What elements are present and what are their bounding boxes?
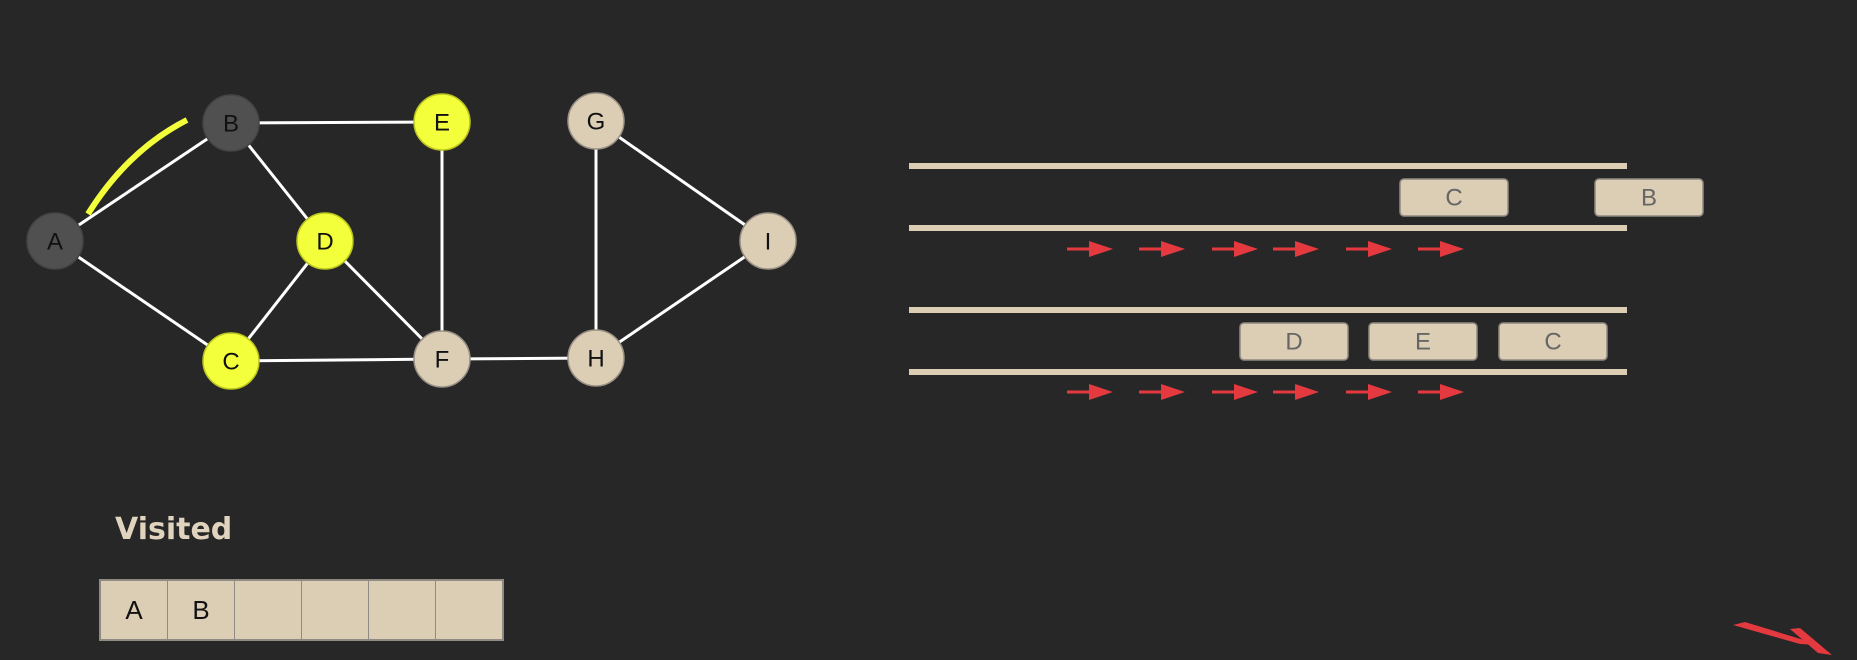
node-circle <box>296 212 354 270</box>
queue-item-box <box>1239 322 1349 361</box>
node-label: A <box>47 229 63 256</box>
flow-arrow-icon <box>1346 384 1392 400</box>
node-label: B <box>223 111 239 138</box>
visited-cell: B <box>168 581 235 639</box>
flow-arrow-icon <box>1067 241 1113 257</box>
flow-arrow-head <box>1295 241 1319 257</box>
flow-arrow-icon <box>1418 241 1464 257</box>
node-c: C <box>202 332 260 390</box>
node-f: F <box>413 330 471 388</box>
corner-slash-icon <box>1733 622 1820 645</box>
node-circle <box>26 212 84 270</box>
node-circle <box>413 330 471 388</box>
queue-rail-bottom <box>909 225 1627 231</box>
queue-rail-top <box>909 307 1627 313</box>
edge-c-f <box>230 357 443 363</box>
flow-arrow-head <box>1161 384 1185 400</box>
node-circle <box>202 94 260 152</box>
visited-cell <box>436 581 502 639</box>
node-label: G <box>587 109 606 136</box>
node-label: D <box>316 229 333 256</box>
queue-item: B <box>1594 178 1704 217</box>
edge-h-i <box>595 239 769 360</box>
queue-item: D <box>1239 322 1349 361</box>
flow-arrow-icon <box>1418 384 1464 400</box>
queue-item-label: C <box>1544 329 1561 356</box>
flow-arrow-head <box>1089 241 1113 257</box>
queue-rail-top <box>909 163 1627 169</box>
queue-item: C <box>1399 178 1509 217</box>
flow-arrow-head <box>1161 241 1185 257</box>
flow-arrow-icon <box>1067 384 1113 400</box>
queue-item-label: D <box>1285 329 1302 356</box>
node-i: I <box>739 212 797 270</box>
queue-item-label: C <box>1445 185 1462 212</box>
flow-arrow-icon <box>1346 241 1392 257</box>
queue-item-box <box>1498 322 1608 361</box>
node-e: E <box>413 93 471 151</box>
node-d: D <box>296 212 354 270</box>
flow-arrow-icon <box>1273 384 1319 400</box>
flow-arrow-icon <box>1212 241 1258 257</box>
flow-arrow-head <box>1440 241 1464 257</box>
node-circle <box>739 212 797 270</box>
queue-item-box <box>1368 322 1478 361</box>
node-circle <box>202 332 260 390</box>
queue-rail-bottom <box>909 369 1627 375</box>
flow-arrow-icon <box>1139 241 1185 257</box>
flow-arrow-icon <box>1273 241 1319 257</box>
flow-arrow-icon <box>1139 384 1185 400</box>
node-label: I <box>765 229 772 256</box>
node-label: H <box>587 346 604 373</box>
visited-title: Visited <box>115 512 233 547</box>
node-label: F <box>435 347 450 374</box>
flow-arrow-head <box>1234 241 1258 257</box>
flow-arrow-head <box>1368 241 1392 257</box>
queue-item-box <box>1594 178 1704 217</box>
flow-arrow-head <box>1295 384 1319 400</box>
flow-arrow-head <box>1368 384 1392 400</box>
node-label: C <box>222 349 239 376</box>
node-a: A <box>26 212 84 270</box>
node-circle <box>567 329 625 387</box>
corner-slash-icon <box>1790 628 1832 655</box>
visited-cell <box>302 581 369 639</box>
traversal-highlight-arc <box>85 117 189 216</box>
flow-arrow-head <box>1440 384 1464 400</box>
edge-a-c <box>54 239 232 363</box>
edge-a-b <box>54 121 232 243</box>
visited-cell <box>369 581 436 639</box>
visited-cell <box>235 581 302 639</box>
flow-arrow-head <box>1089 384 1113 400</box>
edge-b-e <box>230 120 443 125</box>
node-label: E <box>434 110 450 137</box>
flow-arrow-head <box>1234 384 1258 400</box>
edge-g-i <box>595 119 769 243</box>
flow-arrow-icon <box>1212 384 1258 400</box>
queue-item-box <box>1399 178 1509 217</box>
queue-item-label: E <box>1415 329 1431 356</box>
node-h: H <box>567 329 625 387</box>
node-circle <box>567 92 625 150</box>
node-b: B <box>202 94 260 152</box>
node-g: G <box>567 92 625 150</box>
queue-item: E <box>1368 322 1478 361</box>
queue-item-label: B <box>1641 185 1657 212</box>
node-circle <box>413 93 471 151</box>
queue-item: C <box>1498 322 1608 361</box>
visited-cell: A <box>101 581 168 639</box>
